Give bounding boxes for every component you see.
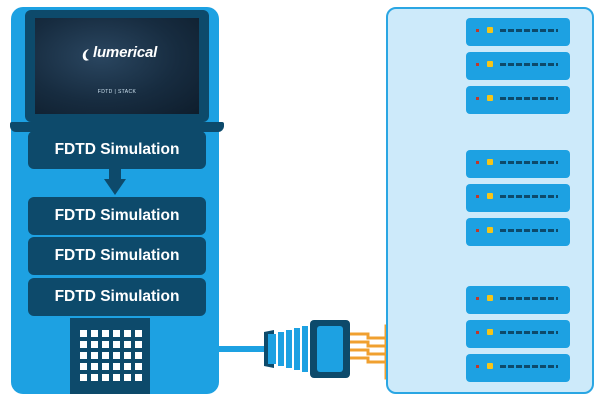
keypad-key xyxy=(124,352,131,359)
laptop-base xyxy=(10,122,224,132)
simulation-box-3: FDTD Simulation xyxy=(28,237,206,275)
server-unit xyxy=(466,354,570,382)
keypad-key xyxy=(135,352,142,359)
keypad-key xyxy=(113,363,120,370)
keypad-key xyxy=(91,363,98,370)
keypad-key xyxy=(113,341,120,348)
server-rack-icon xyxy=(466,150,570,246)
server-unit xyxy=(466,18,570,46)
keypad-key xyxy=(80,363,87,370)
keypad-key xyxy=(91,341,98,348)
keypad-key xyxy=(91,330,98,337)
brand-logo-text: lumerical xyxy=(93,44,158,61)
keypad-key xyxy=(80,352,87,359)
server-unit xyxy=(466,320,570,348)
keypad-key xyxy=(113,352,120,359)
keypad-key xyxy=(124,341,131,348)
server-rack-icon xyxy=(466,18,570,114)
server-unit xyxy=(466,286,570,314)
keypad-key xyxy=(80,341,87,348)
simulation-box-4: FDTD Simulation xyxy=(28,278,206,316)
laptop-screen: lumerical FDTD | STACK xyxy=(35,18,199,114)
keypad-key xyxy=(91,352,98,359)
keypad-key xyxy=(135,341,142,348)
server-unit xyxy=(466,52,570,80)
simulation-box-1: FDTD Simulation xyxy=(28,131,206,169)
server-unit xyxy=(466,150,570,178)
keypad-key xyxy=(102,341,109,348)
lumerical-logo-icon xyxy=(82,49,89,61)
down-arrow-icon xyxy=(104,167,126,195)
server-unit xyxy=(466,184,570,212)
keypad-key xyxy=(102,330,109,337)
server-unit xyxy=(466,86,570,114)
keypad-key xyxy=(113,330,120,337)
keypad-key xyxy=(135,374,142,381)
server-unit xyxy=(466,218,570,246)
keypad-key xyxy=(91,374,98,381)
keypad-key xyxy=(80,374,87,381)
keypad-key xyxy=(124,363,131,370)
screen-caption: FDTD | STACK xyxy=(97,89,137,95)
keypad-key xyxy=(80,330,87,337)
keypad-key xyxy=(124,330,131,337)
keypad-key xyxy=(135,363,142,370)
simulation-box-2: FDTD Simulation xyxy=(28,197,206,235)
keypad-key xyxy=(102,374,109,381)
keypad-key xyxy=(102,363,109,370)
keypad-key xyxy=(113,374,120,381)
keypad-key xyxy=(124,374,131,381)
server-rack-icon xyxy=(466,286,570,382)
keypad-key xyxy=(102,352,109,359)
keypad-icon xyxy=(70,318,150,394)
keypad-key xyxy=(135,330,142,337)
